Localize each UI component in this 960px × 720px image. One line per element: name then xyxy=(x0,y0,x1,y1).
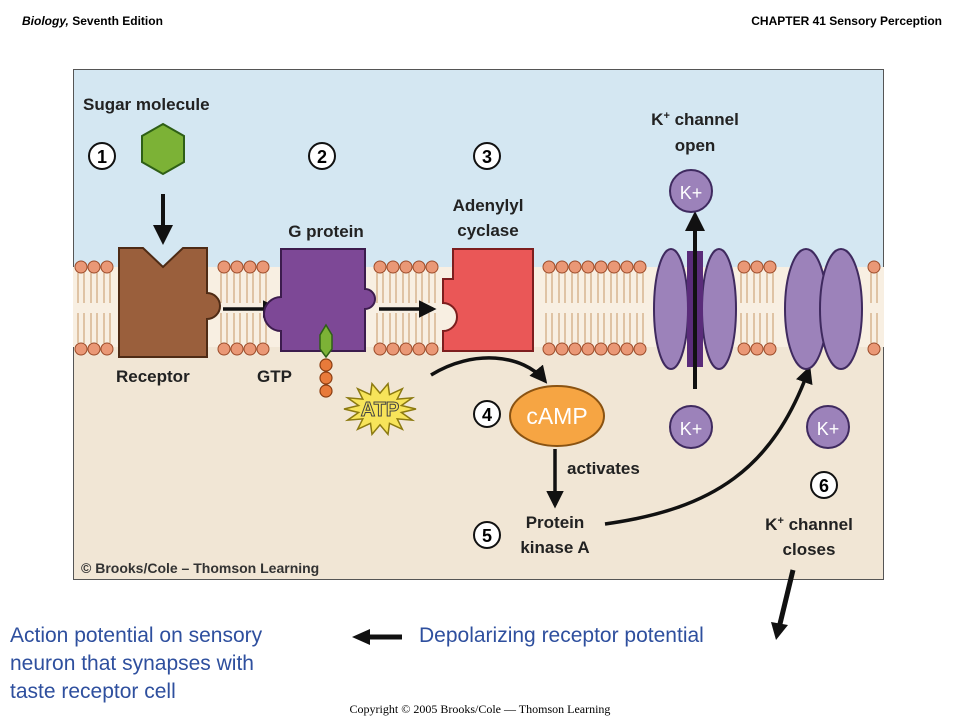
step-3-number: 3 xyxy=(482,147,492,167)
sugar-molecule-label: Sugar molecule xyxy=(83,95,210,114)
phosphate-1 xyxy=(319,358,333,372)
k-ion-inside-1-label: K+ xyxy=(680,419,703,439)
g-protein xyxy=(263,248,376,352)
k-ion-inside-2 xyxy=(806,405,850,449)
step-4-number: 4 xyxy=(482,405,492,425)
activates-label: activates xyxy=(567,459,640,478)
chapter-title: CHAPTER 41 Sensory Perception xyxy=(751,14,942,28)
camp-label: cAMP xyxy=(526,403,587,429)
step-5-marker xyxy=(473,521,501,549)
atp-to-camp-arrow xyxy=(430,356,548,384)
k-close-label-line1: K+ channel xyxy=(765,515,853,534)
taste-transduction-diagram: Sugar molecule 1 Receptor 2 G protein GT… xyxy=(73,69,884,580)
step-6-marker xyxy=(810,471,838,499)
gtp-label: GTP xyxy=(257,367,292,386)
receptor xyxy=(118,247,221,358)
adenylyl-cyclase xyxy=(442,248,534,352)
step-2-number: 2 xyxy=(317,147,327,167)
adenylyl-label-line2: cyclase xyxy=(457,221,518,240)
step-2-marker xyxy=(308,142,336,170)
step-1-marker xyxy=(88,142,116,170)
image-credit: © Brooks/Cole – Thomson Learning xyxy=(81,560,319,576)
down-arrow-shaft xyxy=(776,569,796,629)
k-ion-inside-1 xyxy=(669,405,713,449)
gtp-hexagon xyxy=(319,323,333,359)
phosphate-2 xyxy=(319,371,333,385)
receptor-label: Receptor xyxy=(116,367,190,386)
atp-label: ATP xyxy=(361,399,400,421)
pka-label-line2: kinase A xyxy=(520,538,589,557)
k-open-label-line2: open xyxy=(675,136,716,155)
atp-burst xyxy=(343,381,417,437)
sugar-molecule xyxy=(141,122,185,176)
down-arrow-head xyxy=(771,622,788,640)
pka-to-channel-arrow xyxy=(604,365,813,526)
k-channel-open xyxy=(653,248,737,370)
action-potential-text: Action potential on sensory neuron that … xyxy=(10,624,263,703)
k-ion-outside xyxy=(669,169,713,213)
k-ion-outside-label: K+ xyxy=(680,183,703,203)
k-channel-closed xyxy=(784,248,863,370)
camp xyxy=(509,385,605,447)
k-close-label-line2: closes xyxy=(783,540,836,559)
step-6-number: 6 xyxy=(819,476,829,496)
left-arrow-head xyxy=(352,629,370,645)
phosphate-3 xyxy=(319,384,333,398)
pka-label-line1: Protein xyxy=(526,513,585,532)
depolarizing-text: Depolarizing receptor potential xyxy=(419,624,704,647)
book-title: Biology, Seventh Edition xyxy=(22,14,163,28)
step-1-number: 1 xyxy=(97,147,107,167)
step-4-marker xyxy=(473,400,501,428)
k-ion-inside-2-label: K+ xyxy=(817,419,840,439)
g-protein-label: G protein xyxy=(288,222,364,241)
k-open-label-line1: K+ channel xyxy=(651,110,739,129)
copyright-footer: Copyright © 2005 Brooks/Cole — Thomson L… xyxy=(349,702,611,716)
adenylyl-label-line1: Adenylyl xyxy=(453,196,524,215)
step-5-number: 5 xyxy=(482,526,492,546)
step-3-marker xyxy=(473,142,501,170)
